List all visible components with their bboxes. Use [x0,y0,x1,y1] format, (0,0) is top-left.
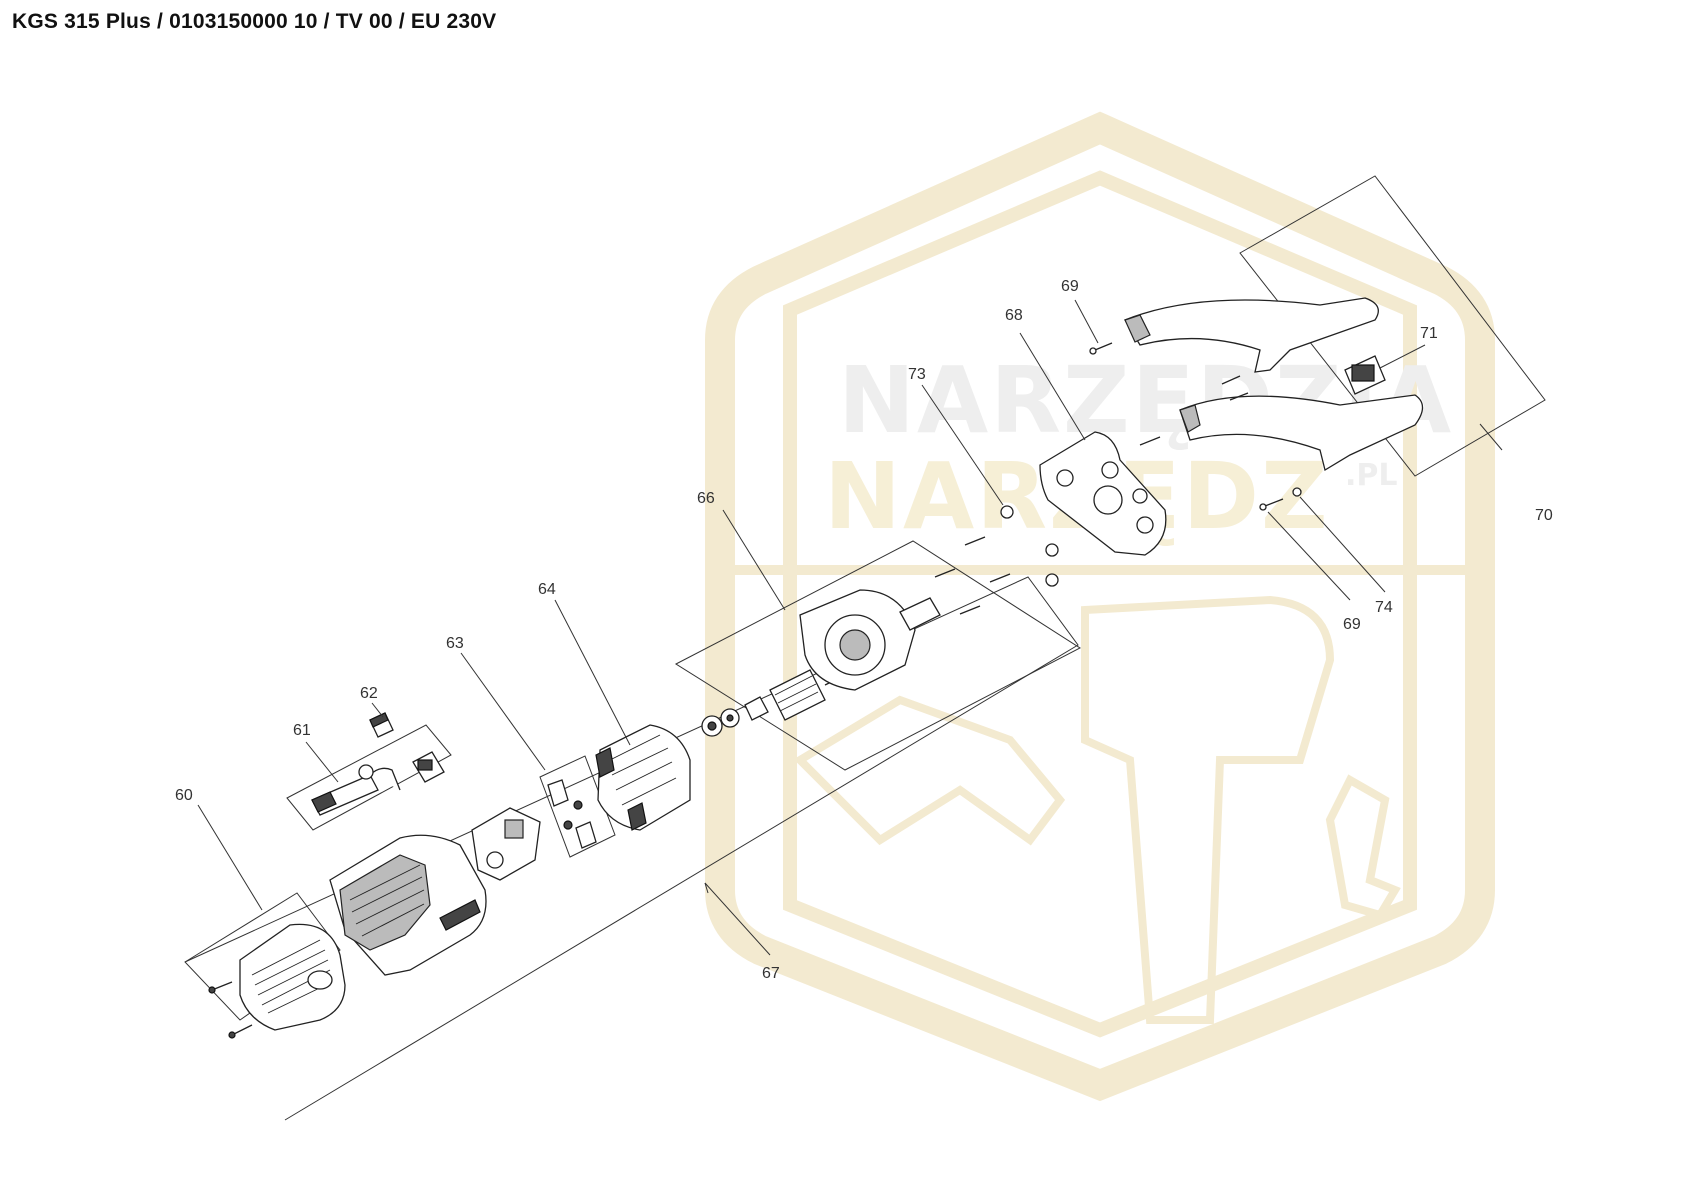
callout-66: 66 [697,490,715,507]
callout-73: 73 [908,366,926,383]
callout-68: 68 [1005,307,1023,324]
box-63 [539,755,616,858]
leader-lines [197,299,1503,956]
callout-63: 63 [446,635,464,652]
callout-labels: 60 61 62 63 64 66 67 68 69 69 70 71 73 7… [175,278,1553,982]
brush-holder [471,807,541,881]
part-60-end-cover [208,923,346,1039]
part-62-small-cap [369,712,394,738]
callout-69-bottom: 69 [1343,616,1361,633]
box-61 [286,724,452,831]
watermark: NARZĘDZIA NARZĘDZ .PL [705,111,1495,1102]
screws-group-73 [934,505,1059,615]
box-60 [184,892,341,1021]
callout-61: 61 [293,722,311,739]
box-66 [674,540,1081,771]
callout-62: 62 [360,685,378,702]
callout-70: 70 [1535,507,1553,524]
part-67-motor-housing [329,834,487,976]
watermark-suffix: .PL [1345,458,1398,493]
handle-screws [1089,342,1302,511]
part-63-carbon-brushes [547,779,597,849]
page-title: KGS 315 Plus / 0103150000 10 / TV 00 / E… [12,10,497,33]
callout-64: 64 [538,581,556,598]
part-64-stator [595,724,691,831]
part-68-plate [1039,431,1167,556]
box-70 [1239,175,1546,477]
callout-74: 74 [1375,599,1393,616]
callout-67: 67 [762,965,780,982]
part-61-switch [311,751,445,816]
callout-69-top: 69 [1061,278,1079,295]
part-70-handle [1124,297,1424,472]
callout-60: 60 [175,787,193,804]
part-66-armature [701,589,941,737]
callout-71: 71 [1420,325,1438,342]
